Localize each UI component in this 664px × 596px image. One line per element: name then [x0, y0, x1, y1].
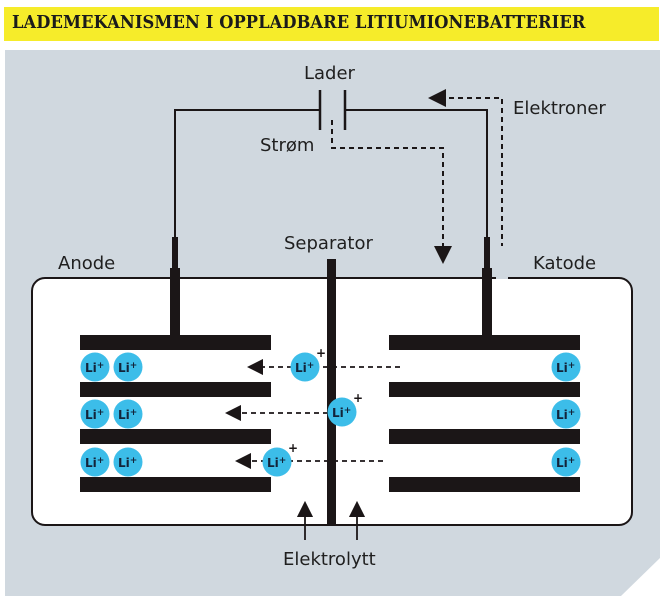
ion-charge-sign: +	[353, 391, 363, 405]
cathode-terminal-thin	[484, 237, 490, 269]
current-flow-arrow	[331, 120, 452, 264]
ion-circle	[551, 447, 581, 477]
ion-circle	[113, 352, 143, 382]
anode-ion: Li+	[80, 447, 110, 477]
anode-ion: Li+	[113, 447, 143, 477]
anode-ion: Li+	[113, 352, 143, 382]
current-label: Strøm	[260, 135, 314, 156]
cathode-plate	[389, 382, 580, 397]
ion-circle	[551, 352, 581, 382]
cathode-plate	[389, 477, 580, 492]
ion-circle	[262, 447, 292, 477]
circuit-wire-right	[346, 109, 488, 242]
ion-charge-sign: +	[288, 441, 298, 455]
cathode-terminal	[482, 268, 492, 336]
anode-plate	[80, 429, 271, 444]
cathode-ion: Li+	[551, 352, 581, 382]
anode-plate	[80, 477, 271, 492]
circuit-wire-left	[174, 109, 319, 242]
anode-ion: Li+	[80, 352, 110, 382]
ion-circle	[551, 399, 581, 429]
ion-circle	[113, 447, 143, 477]
cathode-ion: Li+	[551, 399, 581, 429]
ion-circle	[80, 399, 110, 429]
migrating-ion: Li++	[327, 391, 363, 427]
charger-label: Lader	[304, 63, 356, 84]
anode-terminal-thin	[172, 237, 178, 269]
electrolyte-label: Elektrolytt	[283, 549, 376, 570]
anode-ion: Li+	[113, 399, 143, 429]
separator-label: Separator	[284, 233, 373, 254]
migrating-ion: Li++	[262, 441, 298, 477]
anode-plate	[80, 335, 271, 350]
anode-label: Anode	[58, 253, 115, 274]
anode-plates	[80, 335, 271, 492]
cathode-plate	[389, 335, 580, 350]
ion-circle	[113, 399, 143, 429]
ion-circle	[80, 352, 110, 382]
cathode-plates	[389, 335, 580, 492]
separator	[327, 259, 336, 525]
cathode-label: Katode	[533, 253, 596, 274]
ion-circle	[80, 447, 110, 477]
anode-terminal	[170, 268, 180, 336]
diagram-title: LADEMEKANISMEN I OPPLADBARE LITIUMIONEBA…	[12, 13, 586, 33]
lithium-ions: Li+Li+Li+Li+Li+Li+Li+Li+Li+Li++Li++Li++	[80, 346, 581, 477]
migrating-ion: Li++	[290, 346, 326, 382]
ion-circle	[327, 397, 357, 427]
ion-charge-sign: +	[316, 346, 326, 360]
cathode-plate	[389, 429, 580, 444]
anode-ion: Li+	[80, 399, 110, 429]
ion-circle	[290, 352, 320, 382]
title-banner: LADEMEKANISMEN I OPPLADBARE LITIUMIONEBA…	[4, 7, 659, 41]
anode-plate	[80, 382, 271, 397]
electrons-label: Elektroner	[513, 98, 606, 119]
cathode-ion: Li+	[551, 447, 581, 477]
